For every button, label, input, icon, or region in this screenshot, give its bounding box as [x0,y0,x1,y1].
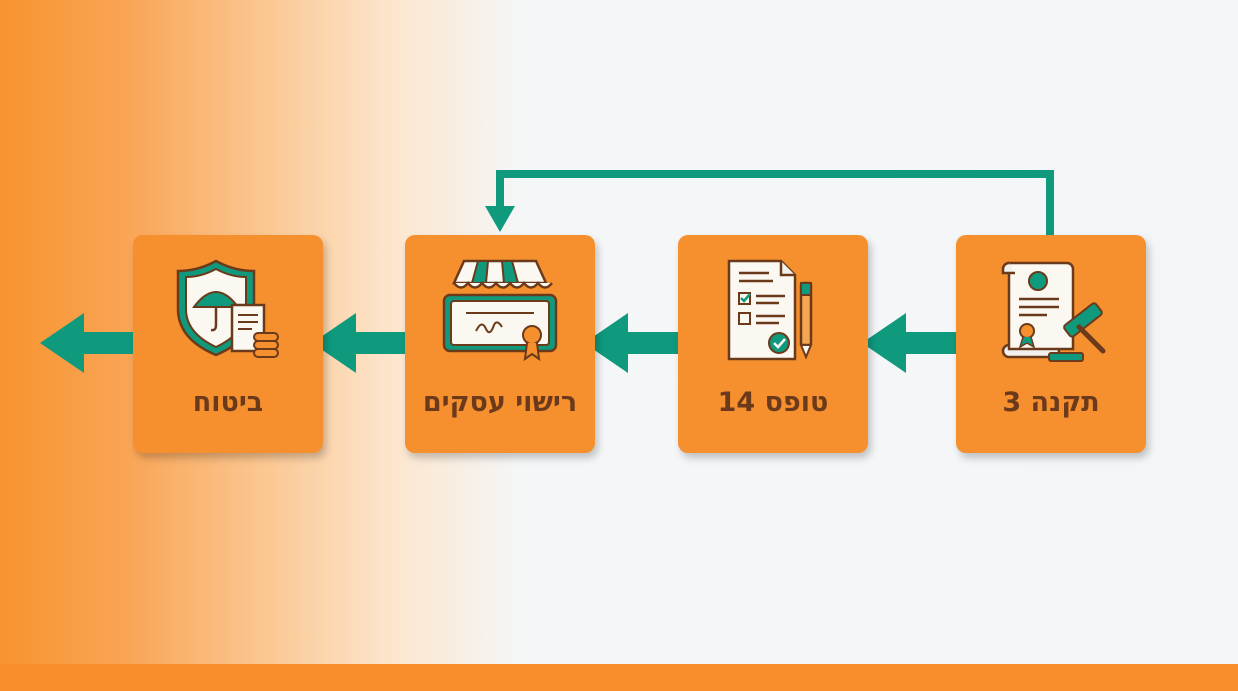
insurance-shield-umbrella-icon [176,259,279,358]
step-card-regulation-3: תקנה 3 [956,235,1146,453]
storefront-license-icon [442,259,558,362]
step-label: תקנה 3 [1002,387,1100,418]
step-card-insurance: ביטוח [133,235,323,453]
regulation-document-gavel-icon [1001,261,1106,362]
loop-arrow [485,170,1054,235]
step-label: רישוי עסקים [422,387,578,418]
flow-arrow-3 [312,313,407,373]
step-card-business-licensing: רישוי עסקים [405,235,595,453]
step-label: ביטוח [192,387,264,418]
checklist-form-pen-icon [727,259,813,361]
flow-arrow-2 [584,313,679,373]
flow-arrow-4 [40,313,135,373]
flow-arrow-1 [862,313,957,373]
step-label: טופס 14 [717,387,829,418]
bottom-bar [0,664,1238,691]
step-card-form-14: טופס 14 [678,235,868,453]
